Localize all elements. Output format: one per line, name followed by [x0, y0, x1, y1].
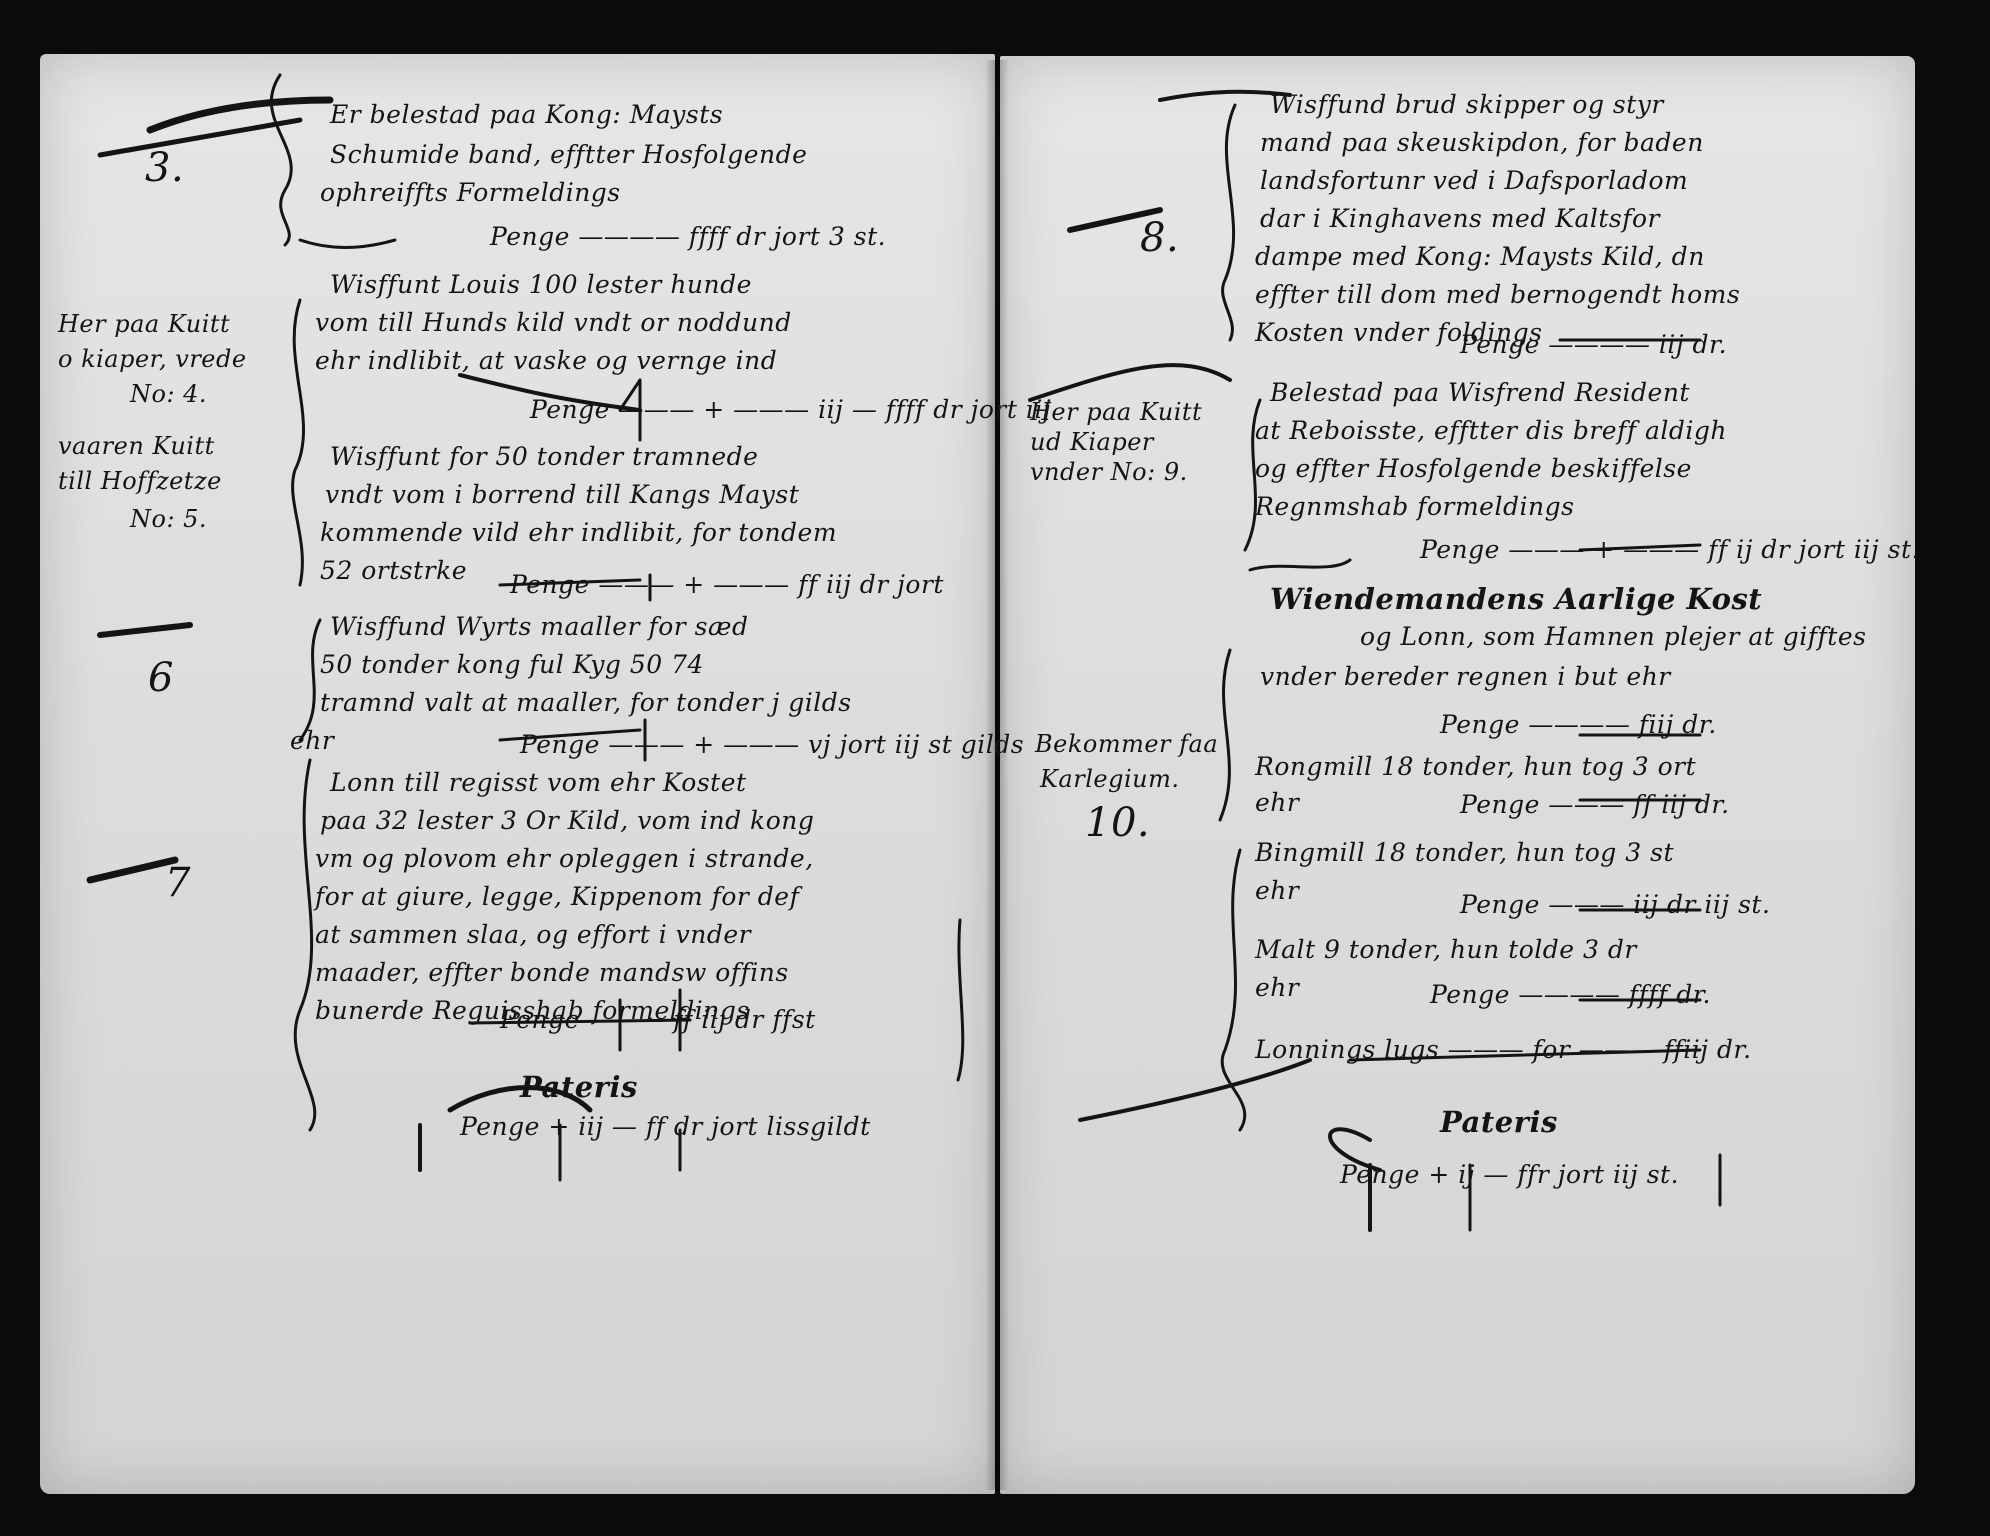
- margin-note-line: o kiaper, vrede: [58, 345, 247, 373]
- ledger-line: 50 tonder kong ful Kyg 50 74: [320, 650, 704, 679]
- margin-note-line: No: 4.: [130, 380, 208, 408]
- ledger-line: Bingmill 18 tonder, hun tog 3 st: [1255, 838, 1674, 867]
- ledger-line: Schumide band, efftter Hosfolgende: [330, 140, 808, 169]
- margin-note-line: ud Kiaper: [1030, 428, 1154, 456]
- entry-number: 3.: [145, 145, 185, 191]
- ledger-line: Lonn till regisst vom ehr Kostet: [330, 768, 747, 797]
- ledger-line: ehr: [1255, 973, 1300, 1002]
- ledger-line: Rongmill 18 tonder, hun tog 3 ort: [1255, 752, 1697, 781]
- amount-line: Penge ——— + ——— ff iij dr jort: [510, 570, 944, 599]
- amount-line: Penge ——— + ——— vj jort iij st gilds: [520, 730, 1025, 759]
- ledger-line: Wisffund brud skipper og styr: [1270, 90, 1664, 119]
- ledger-line: ehr: [1255, 788, 1300, 817]
- ledger-line: effter till dom med bernogendt homs: [1255, 280, 1741, 309]
- margin-note-line: till Hoffzetze: [58, 467, 222, 495]
- ledger-line: dar i Kinghavens med Kaltsfor: [1260, 204, 1660, 233]
- ledger-line: Regnmshab formeldings: [1255, 492, 1575, 521]
- entry-number: 10.: [1085, 800, 1151, 846]
- margin-note-line: Bekommer faa: [1035, 730, 1219, 758]
- ledger-line: mand paa skeuskipdon, for baden: [1260, 128, 1704, 157]
- amount-line: Penge ——— + ——— ff ij dr jort iij st.: [1420, 535, 1920, 564]
- ledger-line: Er belestad paa Kong: Maysts: [330, 100, 724, 129]
- ledger-line: ehr: [1255, 876, 1300, 905]
- ledger-line: og Lonn, som Hamnen plejer at gifftes: [1360, 622, 1867, 651]
- ledger-line: ophreiffts Formeldings: [320, 178, 621, 207]
- ledger-line: landsfortunr ved i Dafsporladom: [1260, 166, 1689, 195]
- ledger-line: og effter Hosfolgende beskiffelse: [1255, 454, 1692, 483]
- ledger-line: vndt vom i borrend till Kangs Mayst: [325, 480, 800, 509]
- amount-line: Penge ——— + ——— iij — ffff dr jort iij: [530, 395, 1052, 424]
- ledger-line: ehr: [290, 726, 335, 755]
- margin-note-line: Karlegium.: [1040, 765, 1180, 793]
- total-line: Penge + ij — ffr jort iij st.: [1340, 1160, 1680, 1189]
- ledger-line: maader, effter bonde mandsw offins: [315, 958, 789, 987]
- amount-line: Penge ——— iij dr iij st.: [1460, 890, 1771, 919]
- section-heading: Wiendemandens Aarlige Kost: [1270, 582, 1763, 616]
- ledger-line: at Reboisste, efftter dis breff aldigh: [1255, 416, 1728, 445]
- ledger-line: Wisffunt Louis 100 lester hunde: [330, 270, 752, 299]
- pateris-heading: Pateris: [520, 1070, 638, 1104]
- margin-note-line: Her paa Kuitt: [1030, 398, 1203, 426]
- amount-line: Penge ———— fiij dr.: [1440, 710, 1717, 739]
- amount-line: Lonnings lugs ——— for ——— ffiij dr.: [1255, 1035, 1752, 1064]
- entry-number: 7: [165, 860, 191, 906]
- book-gutter: [985, 60, 1009, 1490]
- margin-note-line: vnder No: 9.: [1030, 458, 1188, 486]
- ledger-line: kommende vild ehr indlibit, for tondem: [320, 518, 838, 547]
- ledger-line: vm og plovom ehr opleggen i strande,: [315, 844, 814, 873]
- right-page: [1000, 56, 1915, 1494]
- amount-line: Penge ——— ff iij dr.: [1460, 790, 1730, 819]
- ledger-line: dampe med Kong: Maysts Kild, dn: [1255, 242, 1705, 271]
- ledger-line: Malt 9 tonder, hun tolde 3 dr: [1255, 935, 1637, 964]
- margin-note-line: vaaren Kuitt: [58, 432, 215, 460]
- entry-number: 8.: [1140, 215, 1180, 261]
- ledger-line: Belestad paa Wisfrend Resident: [1270, 378, 1690, 407]
- total-line: Penge + iij — ff dr jort lissgildt: [460, 1112, 871, 1141]
- margin-note-line: No: 5.: [130, 505, 208, 533]
- ledger-line: tramnd valt at maaller, for tonder j gil…: [320, 688, 852, 717]
- ledger-line: paa 32 lester 3 Or Kild, vom ind kong: [320, 806, 815, 835]
- ledger-line: at sammen slaa, og effort i vnder: [315, 920, 752, 949]
- ledger-line: for at giure, legge, Kippenom for def: [315, 882, 800, 911]
- ledger-line: Wisffund Wyrts maaller for sæd: [330, 612, 749, 641]
- ledger-line: Wisffunt for 50 tonder tramnede: [330, 442, 759, 471]
- amount-line: Penge ———— iij dr.: [1460, 330, 1728, 359]
- amount-line: Penge ———— ffff dr jort 3 st.: [490, 222, 887, 251]
- ledger-line: ehr indlibit, at vaske og vernge ind: [315, 346, 778, 375]
- left-page: [40, 54, 995, 1494]
- ledger-line: 52 ortstrke: [320, 556, 468, 585]
- ledger-line: vom till Hunds kild vndt or noddund: [315, 308, 792, 337]
- ledger-line: bunerde Reguisshab formeldings: [315, 996, 750, 1025]
- ledger-line: Kosten vnder foldings: [1255, 318, 1543, 347]
- pateris-heading: Pateris: [1440, 1105, 1558, 1139]
- amount-line: Penge ——— ff iij dr ffst: [500, 1005, 816, 1034]
- margin-note-line: Her paa Kuitt: [58, 310, 231, 338]
- ledger-line: vnder bereder regnen i but ehr: [1260, 662, 1671, 691]
- amount-line: Penge ———— ffff dr.: [1430, 980, 1711, 1009]
- entry-number: 6: [148, 655, 174, 701]
